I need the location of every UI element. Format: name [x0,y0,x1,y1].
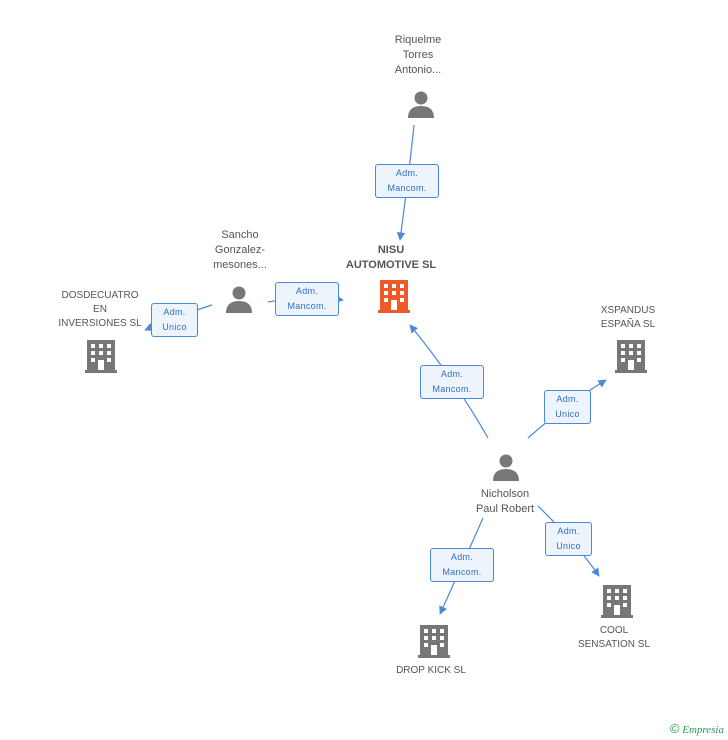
building-icon[interactable] [378,280,410,314]
relation-badge-sancho-nisu[interactable]: Adm. Mancom. [275,282,339,316]
copyright-symbol: © [669,721,680,736]
company-name-xspandus[interactable]: XSPANDUS ESPAÑA SL [600,305,656,330]
person-icon[interactable] [407,90,435,118]
company-name-dropkick[interactable]: DROP KICK SL [396,665,466,676]
relation-text: Adm. Unico [162,307,187,332]
relation-text: Adm. Unico [555,394,580,419]
relation-text: Adm. Mancom. [442,552,482,577]
building-icon[interactable] [615,340,647,374]
relation-text: Adm. Mancom. [432,369,472,394]
building-icon[interactable] [601,585,633,619]
person-name-riquelme[interactable]: Riquelme Torres Antonio... [394,34,442,76]
relation-badge-nicholson-cool[interactable]: Adm. Unico [545,522,592,556]
company-name-dosdecuatro[interactable]: DOSDECUATRO EN INVERSIONES SL [58,290,142,329]
relation-badge-sancho-dosdecuatro[interactable]: Adm. Unico [151,303,198,337]
relation-text: Adm. Mancom. [387,168,427,193]
relation-badge-nicholson-dropkick[interactable]: Adm. Mancom. [430,548,494,582]
person-name-nicholson[interactable]: Nicholson Paul Robert [475,488,535,515]
center-company-name[interactable]: NISU AUTOMOTIVE SL [345,244,437,271]
relation-badge-riquelme-nisu[interactable]: Adm. Mancom. [375,164,439,198]
brand-logo: © Empresia [670,721,724,736]
building-icon[interactable] [85,340,117,374]
person-icon[interactable] [225,285,253,313]
brand-name: Empresia [682,724,724,736]
relation-badge-nicholson-nisu[interactable]: Adm. Mancom. [420,365,484,399]
person-name-sancho[interactable]: Sancho Gonzalez- mesones... [213,229,267,271]
person-icon[interactable] [492,453,520,481]
building-icon[interactable] [418,625,450,659]
company-name-cool[interactable]: COOL SENSATION SL [577,625,651,650]
relation-text: Adm. Unico [556,526,581,551]
relation-text: Adm. Mancom. [287,286,327,311]
relation-badge-nicholson-xspandus[interactable]: Adm. Unico [544,390,591,424]
